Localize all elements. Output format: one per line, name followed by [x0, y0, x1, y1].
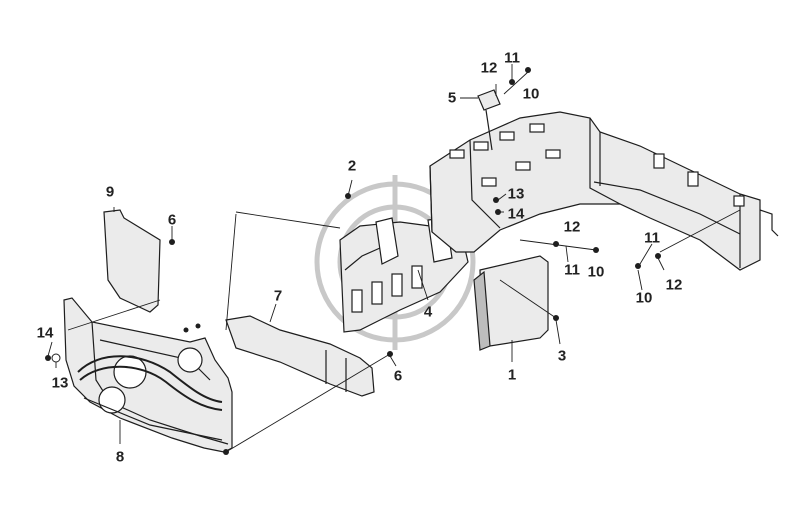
callout-2: 2 — [347, 157, 357, 175]
callout-9: 9 — [105, 183, 115, 201]
callout-5: 5 — [447, 89, 457, 107]
callout-10-right: 10 — [635, 289, 653, 307]
callout-13-left: 13 — [51, 374, 69, 392]
callout-14-right: 14 — [507, 205, 525, 223]
callout-10-top: 10 — [522, 85, 540, 103]
leader-lines — [47, 64, 741, 453]
part-2-bracket — [339, 217, 469, 333]
callout-8: 8 — [115, 448, 125, 466]
part-1-mudflap — [473, 255, 549, 351]
callout-12-middle: 12 — [563, 218, 581, 236]
fender-main — [429, 111, 779, 271]
callout-6-left: 6 — [167, 211, 177, 229]
part-7-panel — [225, 315, 375, 397]
callout-14-left: 14 — [36, 324, 54, 342]
callout-12-top: 12 — [480, 59, 498, 77]
callout-1: 1 — [507, 366, 517, 384]
callout-11-top: 11 — [504, 49, 520, 67]
callout-12-right: 12 — [665, 276, 683, 294]
callout-13-right: 13 — [507, 185, 525, 203]
callout-7: 7 — [273, 287, 283, 305]
part-9-panel — [103, 209, 161, 313]
callout-10-middle: 10 — [587, 263, 605, 281]
part-8-plate — [63, 297, 233, 453]
callout-11-right: 11 — [644, 229, 660, 247]
callout-6-middle: 6 — [393, 367, 403, 385]
callout-11-middle: 11 — [564, 261, 580, 279]
callout-3: 3 — [557, 347, 567, 365]
callout-4: 4 — [423, 303, 433, 321]
part-5-bracket — [477, 89, 501, 151]
